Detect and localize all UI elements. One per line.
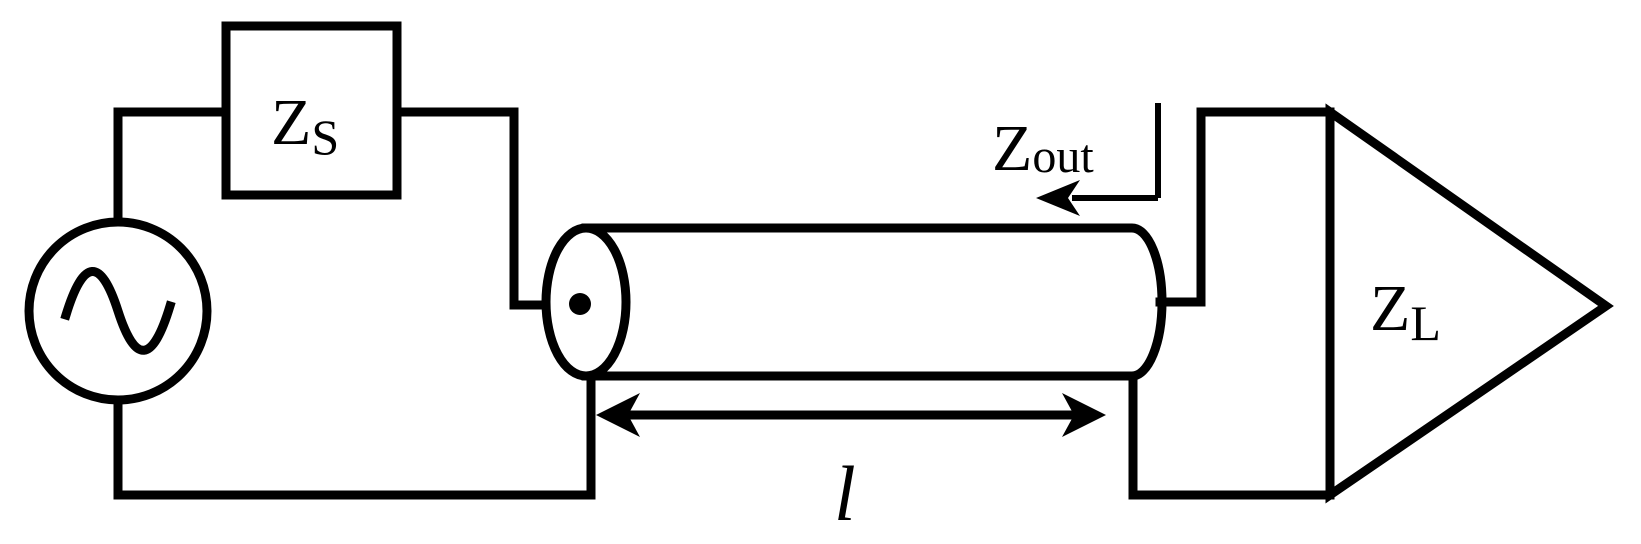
wire-line-to-load (1155, 107, 1335, 307)
output-impedance-arrow (1036, 103, 1161, 216)
triangle-load-icon (1325, 103, 1614, 504)
ac-voltage-source-icon (24, 217, 212, 405)
load-impedance-label: ZL (1370, 272, 1441, 351)
wire-ground-return (113, 373, 596, 500)
length-label: l (834, 450, 856, 537)
coaxial-cable-icon (541, 223, 1167, 381)
wire-load-return (1128, 375, 1335, 500)
source-impedance-box (221, 21, 402, 200)
center-conductor-dot (569, 293, 591, 315)
output-impedance-label: Zout (992, 112, 1094, 185)
source-impedance-label: ZS (271, 86, 339, 165)
length-arrow (596, 393, 1106, 437)
wire-source-top (113, 107, 231, 227)
